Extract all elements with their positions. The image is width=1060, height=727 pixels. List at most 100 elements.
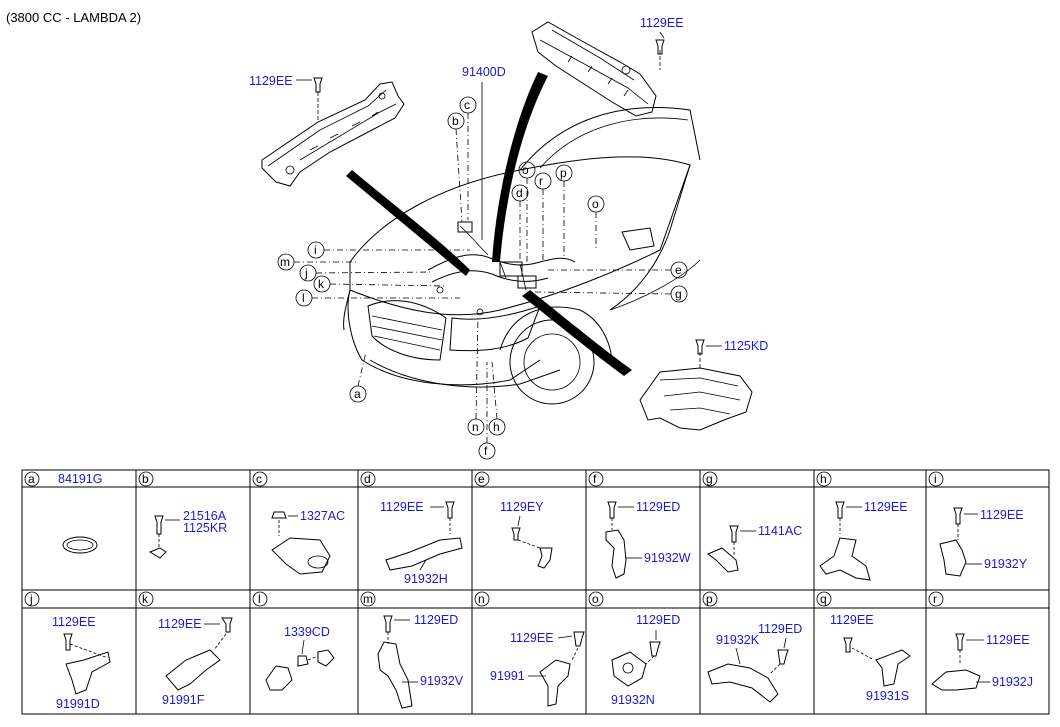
cell-letters-row2: j k l m n o p q r <box>24 591 944 607</box>
svg-text:91931S: 91931S <box>866 689 909 703</box>
svg-text:1129EY: 1129EY <box>500 500 544 514</box>
svg-text:b: b <box>142 472 149 486</box>
svg-text:91991D: 91991D <box>56 697 100 711</box>
svg-text:1129EE: 1129EE <box>380 500 424 514</box>
svg-text:f: f <box>484 444 488 458</box>
svg-text:1327AC: 1327AC <box>300 509 345 523</box>
svg-text:a: a <box>354 387 361 401</box>
svg-text:1129ED: 1129ED <box>758 622 802 636</box>
fuse-box-bolt-label: 1125KD <box>724 339 768 353</box>
svg-text:91991: 91991 <box>490 669 525 683</box>
callout-m: m <box>277 253 356 271</box>
cell-r: 1129EE 91932J <box>931 633 1033 691</box>
svg-text:1129ED: 1129ED <box>414 613 458 627</box>
svg-text:91932J: 91932J <box>992 675 1033 689</box>
callout-i: i <box>307 241 470 259</box>
svg-text:e: e <box>478 472 485 486</box>
svg-text:n: n <box>478 592 485 606</box>
cell-h: 1129EE <box>819 500 908 581</box>
cell-g: 1141AC <box>707 524 802 573</box>
svg-text:1129ED: 1129ED <box>636 500 680 514</box>
svg-text:91932Y: 91932Y <box>984 557 1028 571</box>
callout-e: e <box>548 261 688 279</box>
cell-q: 1129EE 91931S <box>830 613 911 703</box>
svg-text:q: q <box>820 592 827 606</box>
svg-text:1339CD: 1339CD <box>284 625 330 639</box>
callout-f: f <box>478 362 496 460</box>
fuse-box-illustration <box>639 339 753 431</box>
svg-text:1129EE: 1129EE <box>830 613 874 627</box>
svg-text:a: a <box>28 472 35 486</box>
svg-text:1129EE: 1129EE <box>52 615 96 629</box>
callout-b: b <box>447 112 465 223</box>
svg-text:j: j <box>29 592 33 606</box>
svg-text:p: p <box>560 166 567 180</box>
svg-text:o: o <box>592 592 599 606</box>
cell-p: 91932K 1129ED <box>707 622 802 703</box>
bracket-left-illustration <box>261 77 405 187</box>
svg-text:91932V: 91932V <box>420 674 464 688</box>
cell-e: 1129EY <box>500 500 553 569</box>
svg-text:e: e <box>675 263 682 277</box>
svg-text:1141AC: 1141AC <box>758 524 802 538</box>
swoosh-bottom <box>522 290 632 376</box>
callout-n: n <box>467 313 485 436</box>
cell-k: 1129EE 91991F <box>158 617 233 707</box>
cell-f: 1129ED 91932W <box>605 500 691 579</box>
svg-text:d: d <box>516 186 523 200</box>
svg-text:o: o <box>522 163 529 177</box>
svg-text:91932H: 91932H <box>404 572 448 586</box>
bracket-right-bolt-label: 1129EE <box>640 16 684 30</box>
parts-table-grid <box>21 469 1050 715</box>
callout-o: o <box>587 195 605 250</box>
svg-text:1129EE: 1129EE <box>980 508 1024 522</box>
svg-text:1129EE: 1129EE <box>158 617 202 631</box>
svg-text:1129EE: 1129EE <box>864 500 908 514</box>
callout-h: h <box>488 361 506 436</box>
cell-letters-row1: a b c d e f g h i <box>24 471 944 487</box>
svg-text:c: c <box>464 98 470 112</box>
svg-text:f: f <box>593 472 597 486</box>
cell-n: 1129EE 91991 <box>490 631 585 707</box>
cell-j: 1129EE 91991D <box>52 615 111 711</box>
svg-text:91932W: 91932W <box>644 551 691 565</box>
svg-text:l: l <box>302 291 305 305</box>
cell-l: 1339CD <box>265 625 335 691</box>
svg-text:d: d <box>364 472 371 486</box>
svg-text:j: j <box>304 266 308 280</box>
svg-text:91991F: 91991F <box>162 693 205 707</box>
callout-d: d <box>511 184 529 262</box>
bracket-left-bolt-label: 1129EE <box>249 74 293 88</box>
svg-text:p: p <box>706 592 713 606</box>
svg-text:c: c <box>256 472 262 486</box>
callout-j: j <box>299 264 433 282</box>
swoosh-left <box>346 170 470 276</box>
callout-r: r <box>534 172 552 260</box>
swoosh-top <box>492 72 548 262</box>
callout-q: o <box>518 161 536 262</box>
svg-text:91932K: 91932K <box>716 633 760 647</box>
bracket-right-illustration <box>531 21 665 117</box>
svg-text:1125KR: 1125KR <box>183 521 227 535</box>
cell-d: 1129EE 91932H <box>380 500 463 586</box>
svg-text:g: g <box>706 472 713 486</box>
callout-k: k <box>313 275 445 293</box>
svg-text:n: n <box>472 420 479 434</box>
car-illustration <box>343 107 701 405</box>
svg-text:h: h <box>820 472 827 486</box>
svg-text:84191G: 84191G <box>58 472 102 486</box>
callout-p: p <box>555 164 573 256</box>
svg-text:g: g <box>675 287 682 301</box>
cell-b: 21516A 1125KR <box>148 509 227 559</box>
cell-c: 1327AC <box>271 509 345 575</box>
harness-label: 91400D <box>462 65 506 79</box>
diagram-title: (3800 CC - LAMBDA 2) <box>6 10 141 25</box>
svg-text:b: b <box>452 114 459 128</box>
callout-g: g <box>533 285 688 303</box>
callout-c: c <box>459 96 477 220</box>
svg-text:m: m <box>363 592 373 606</box>
callout-a: a <box>349 351 367 403</box>
svg-text:h: h <box>493 420 500 434</box>
cell-i: 1129EE 91932Y <box>939 507 1028 577</box>
